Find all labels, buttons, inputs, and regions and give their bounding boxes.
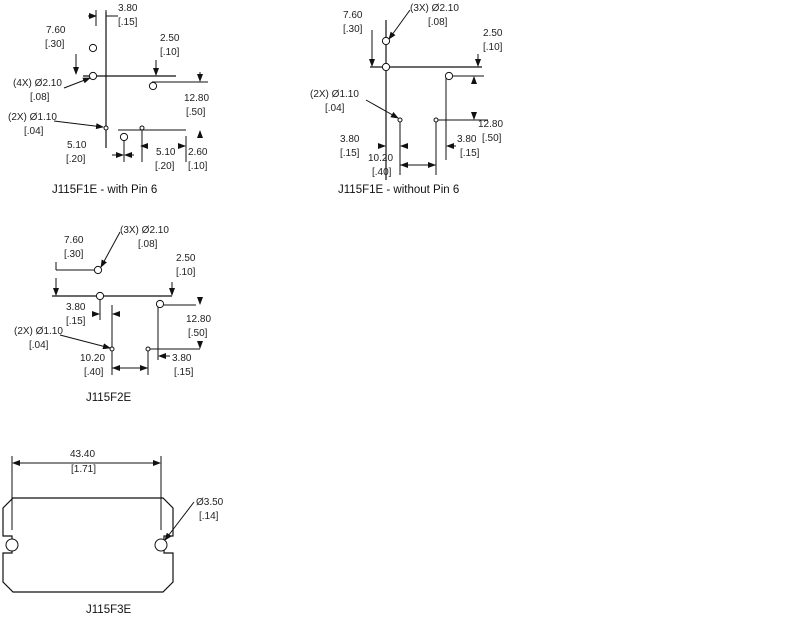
figure-j115f2e: 7.60 [.30] (3X) Ø2.10 [.08] 2.50 [.10] 3… [14, 225, 211, 404]
hole-large [95, 291, 105, 301]
figure-caption: J115F1E - with Pin 6 [52, 184, 157, 196]
dim-label: [.14] [199, 511, 219, 522]
dim-label: (3X) Ø2.10 [410, 3, 459, 14]
dim-label: [.15] [66, 316, 86, 327]
dim-label: 5.10 [156, 147, 176, 158]
dim-label: 2.50 [160, 33, 180, 44]
dim-label: Ø3.50 [196, 497, 224, 508]
hole-large [119, 132, 129, 142]
figure-j115f1e-with-pin6: 3.80 [.15] 7.60 [.30] 2.50 [.10] (4X) Ø2… [8, 3, 209, 196]
figure-caption: J115F1E - without Pin 6 [338, 184, 459, 196]
hole-large [88, 43, 98, 53]
hole-large [155, 299, 165, 309]
dim-label: 2.50 [483, 28, 503, 39]
dim-label: [.08] [428, 17, 448, 28]
dim-label: 2.50 [176, 253, 196, 264]
hole-large [381, 36, 391, 46]
dim-label: 7.60 [64, 235, 84, 246]
dim-label: (4X) Ø2.10 [13, 78, 62, 89]
dim-label: [.04] [325, 103, 345, 114]
dim-label: 10.20 [368, 153, 393, 164]
dim-label: [.15] [340, 148, 360, 159]
dim-label: [.30] [343, 24, 363, 35]
dim-label: [.50] [186, 107, 206, 118]
dim-label: (2X) Ø1.10 [310, 89, 359, 100]
dim-label: [.10] [483, 42, 503, 53]
dim-label: [.30] [45, 39, 65, 50]
dim-label: [.10] [188, 161, 208, 172]
dim-label: [.15] [118, 17, 138, 28]
dim-label: [.20] [155, 161, 175, 172]
dim-label: [.30] [64, 249, 84, 260]
dim-label: 7.60 [46, 25, 66, 36]
dim-label: [.40] [372, 167, 392, 178]
mounting-hole [5, 538, 19, 552]
dim-label: 2.60 [188, 147, 208, 158]
dim-label: [.15] [460, 148, 480, 159]
dim-label: 3.80 [118, 3, 138, 14]
hole-small [145, 346, 151, 352]
figure-caption: J115F2E [86, 392, 132, 404]
hole-small [397, 117, 403, 123]
dim-label: [.20] [66, 154, 86, 165]
dim-label: 3.80 [457, 134, 477, 145]
dim-label: [.50] [482, 133, 502, 144]
dim-label: 12.80 [184, 93, 209, 104]
dim-label: 3.80 [66, 302, 86, 313]
figure-caption: J115F3E [86, 604, 132, 616]
dim-label: 7.60 [343, 10, 363, 21]
dim-label: (3X) Ø2.10 [120, 225, 169, 236]
dim-label: (2X) Ø1.10 [14, 326, 63, 337]
dim-label: (2X) Ø1.10 [8, 112, 57, 123]
dim-label: [.04] [29, 340, 49, 351]
hole-large [381, 62, 391, 72]
figure-j115f1e-without-pin6: 7.60 [.30] (3X) Ø2.10 [.08] 2.50 [.10] (… [310, 3, 503, 196]
hole-large [148, 81, 158, 91]
hole-large [444, 71, 454, 81]
hole-small [139, 125, 145, 131]
dim-label: 43.40 [70, 449, 95, 460]
hole-large [88, 71, 98, 81]
dim-label: [.40] [84, 367, 104, 378]
hole-large [93, 265, 103, 275]
hole-small [109, 346, 115, 352]
hole-small [433, 117, 439, 123]
dim-label: [.08] [30, 92, 50, 103]
figure-j115f3e: 43.40 [1.71] Ø3.50 [.14] J115F3E [2, 449, 224, 616]
dim-label: [1.71] [71, 464, 96, 475]
dim-label: 5.10 [67, 140, 87, 151]
hole-small [103, 125, 109, 131]
dim-label: 10.20 [80, 353, 105, 364]
dim-label: [.08] [138, 239, 158, 250]
dim-label: 3.80 [340, 134, 360, 145]
dim-label: [.50] [188, 328, 208, 339]
dim-label: [.04] [24, 126, 44, 137]
dim-label: [.10] [176, 267, 196, 278]
dim-label: [.10] [160, 47, 180, 58]
dim-label: 12.80 [478, 119, 503, 130]
panel-outline [2, 497, 174, 593]
dim-label: 3.80 [172, 353, 192, 364]
dim-label: 12.80 [186, 314, 211, 325]
mounting-hole [154, 538, 168, 552]
dim-label: [.15] [174, 367, 194, 378]
